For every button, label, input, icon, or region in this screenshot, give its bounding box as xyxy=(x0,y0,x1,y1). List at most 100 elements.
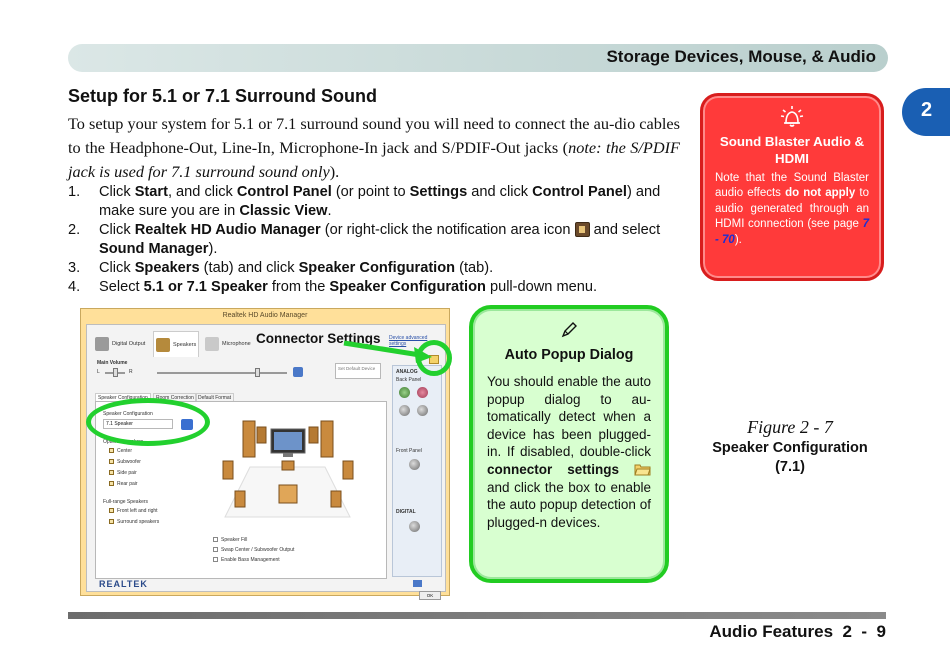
note-body: Note that the Sound Blaster audio effect… xyxy=(715,171,869,248)
jack-rear[interactable] xyxy=(417,405,428,416)
step-item: 3.Click Speakers (tab) and click Speaker… xyxy=(68,259,680,278)
ok-button[interactable]: OK xyxy=(419,591,441,600)
footer-text: Audio Features 2 - 9 xyxy=(709,622,886,641)
jack-front[interactable] xyxy=(409,459,420,470)
volume-slider xyxy=(157,372,287,374)
intro-note: note: the S/PDIF jack is used for 7.1 su… xyxy=(68,138,681,181)
step-text: Click xyxy=(99,260,135,276)
tab-label: Speakers xyxy=(173,342,197,348)
note-bold: do not apply xyxy=(785,187,856,200)
realtek-screenshot: Realtek HD Audio Manager Digital Output … xyxy=(80,308,450,600)
step-item: 1.Click Start, and click Control Panel (… xyxy=(68,183,680,221)
header-bar xyxy=(68,44,888,72)
figure-caption: Speaker Configuration (7.1) xyxy=(712,440,868,475)
step-keyword: Realtek HD Audio Manager xyxy=(134,222,321,238)
tab-digital-output[interactable]: Digital Output xyxy=(93,331,149,357)
jack-side[interactable] xyxy=(399,405,410,416)
volume-knob[interactable] xyxy=(255,368,260,377)
step-number: 3. xyxy=(68,260,81,276)
checkbox-label: Front left and right xyxy=(117,508,158,514)
figure-number: Figure 2 - 7 xyxy=(747,417,833,437)
step-text: ). xyxy=(208,241,218,257)
checkbox-label: Swap Center / Subwoofer Output xyxy=(221,547,295,553)
balance-right-label: R xyxy=(129,369,133,375)
note-title: Sound Blaster Audio & HDMI xyxy=(719,134,865,166)
audio-tray-icon xyxy=(574,222,590,237)
note-text: Note that the Sound Blaster audio effect… xyxy=(715,172,869,200)
intro-paragraph: To setup your system for 5.1 or 7.1 surr… xyxy=(68,112,680,184)
page-reference-link[interactable]: 7 - 70 xyxy=(715,218,869,246)
intro-text: To setup your system for 5.1 or 7.1 surr… xyxy=(68,114,680,157)
checkbox-swap-center[interactable] xyxy=(213,547,218,552)
digital-output-icon xyxy=(95,337,109,351)
checkbox-surround-speakers[interactable] xyxy=(109,519,114,524)
checkbox-center[interactable] xyxy=(109,448,114,453)
header-title: Storage Devices, Mouse, & Audio xyxy=(606,47,876,66)
note-text: ). xyxy=(734,233,742,246)
step-text: from the xyxy=(267,279,330,295)
checkbox-label: Rear pair xyxy=(117,481,138,487)
connector-highlight-circle xyxy=(416,340,452,376)
jack-line-in[interactable] xyxy=(399,387,410,398)
main-volume-label: Main Volume xyxy=(97,360,128,366)
tip-text: and click the box to enable the auto pop… xyxy=(487,479,651,530)
note-text: to audio generated through an HDMI conne… xyxy=(715,187,869,231)
chapter-tab: 2 xyxy=(902,88,950,136)
speaker-room-illustration xyxy=(222,420,354,518)
tip-body: You should enable the auto popup dialog … xyxy=(487,373,651,531)
info-icon[interactable] xyxy=(413,580,422,587)
intro-end: ). xyxy=(329,162,340,181)
step-text: (or point to xyxy=(331,184,410,200)
checkbox-rear-pair[interactable] xyxy=(109,481,114,486)
pencil-icon xyxy=(561,322,577,338)
speakers-icon xyxy=(156,338,170,352)
step-text: pull-down menu. xyxy=(485,279,598,295)
step-text: Select xyxy=(99,279,144,295)
tab-speakers[interactable]: Speakers xyxy=(153,331,199,357)
step-number: 4. xyxy=(68,279,81,295)
checkbox-subwoofer[interactable] xyxy=(109,459,114,464)
section-title: Setup for 5.1 or 7.1 Surround Sound xyxy=(68,86,378,106)
volume-speaker-icon[interactable] xyxy=(293,367,303,377)
checkbox-side-pair[interactable] xyxy=(109,470,114,475)
checkbox-front-left-right[interactable] xyxy=(109,508,114,513)
checkbox-label: Enable Bass Management xyxy=(221,557,280,563)
checkbox-label: Side pair xyxy=(117,470,137,476)
jack-digital[interactable] xyxy=(409,521,420,532)
realtek-logo: REALTEK xyxy=(99,579,148,589)
step-item: 2.Click Realtek HD Audio Manager (or rig… xyxy=(68,221,680,259)
balance-knob[interactable] xyxy=(113,368,118,377)
step-number: 1. xyxy=(68,184,81,200)
step-keyword: Classic View xyxy=(239,203,328,219)
tip-bold: connector settings xyxy=(487,461,619,477)
step-text: and click xyxy=(467,184,533,200)
step-text: and select xyxy=(589,222,661,238)
set-default-device-button[interactable]: Set Default Device xyxy=(335,363,381,379)
step-text: (tab) and click xyxy=(199,260,299,276)
step-keyword: Speaker Configuration xyxy=(329,279,486,295)
checkbox-bass-management[interactable] xyxy=(213,557,218,562)
checkbox-speaker-fill[interactable] xyxy=(213,537,218,542)
step-text: . xyxy=(327,203,332,219)
steps-list: 1.Click Start, and click Control Panel (… xyxy=(68,183,680,297)
step-keyword: Control Panel xyxy=(532,184,627,200)
step-text: ) and make sure you are in xyxy=(99,184,661,219)
step-keyword: Control Panel xyxy=(236,184,332,200)
checkbox-label: Center xyxy=(117,448,133,454)
step-text: Click xyxy=(99,222,135,238)
tab-microphone[interactable]: Microphone xyxy=(203,331,253,357)
step-item: 4.Select 5.1 or 7.1 Speaker from the Spe… xyxy=(68,278,680,297)
back-panel-label: Back Panel xyxy=(396,377,422,383)
step-text: (tab). xyxy=(455,260,494,276)
fullrange-label: Full-range Speakers xyxy=(103,499,149,505)
step-keyword: Settings xyxy=(409,184,468,200)
analog-label: ANALOG xyxy=(396,369,418,375)
jack-panel xyxy=(392,365,442,577)
jack-mic-in[interactable] xyxy=(417,387,428,398)
auto-popup-tip: Auto Popup Dialog You should enable the … xyxy=(469,305,669,583)
tip-text: You should enable the auto popup dialog … xyxy=(487,374,651,460)
step-keyword: Start xyxy=(134,184,168,200)
speaker-config-highlight-ellipse xyxy=(86,398,210,446)
tab-label: Digital Output xyxy=(112,341,146,347)
device-advanced-link[interactable]: Device advanced settings xyxy=(389,335,428,347)
